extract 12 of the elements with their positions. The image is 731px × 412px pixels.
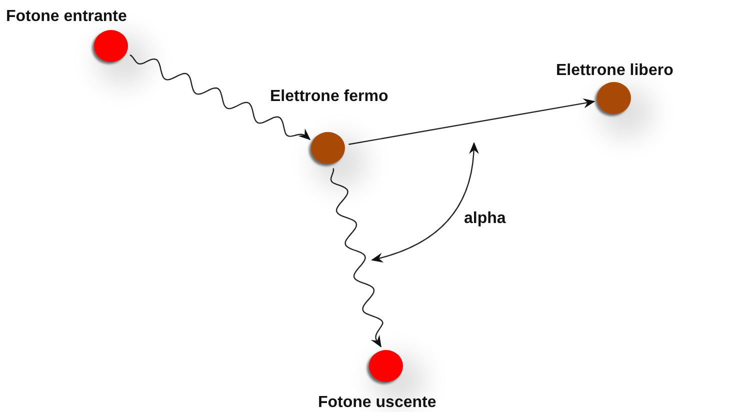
particle-circle: [94, 30, 128, 62]
particle-label: Fotone entrante: [6, 8, 127, 26]
particle-label: Elettrone libero: [556, 62, 674, 80]
particle-circle: [597, 82, 631, 114]
particle-circle: [311, 132, 345, 164]
photon-wave-arrow: [130, 54, 311, 140]
photon-wave-arrow: [330, 168, 384, 348]
particle-label: Elettrone fermo: [270, 88, 388, 106]
arrow: [348, 98, 596, 145]
angle-label: alpha: [464, 210, 506, 228]
particle-label: Fotone uscente: [318, 394, 436, 412]
particle-circle: [369, 350, 403, 382]
